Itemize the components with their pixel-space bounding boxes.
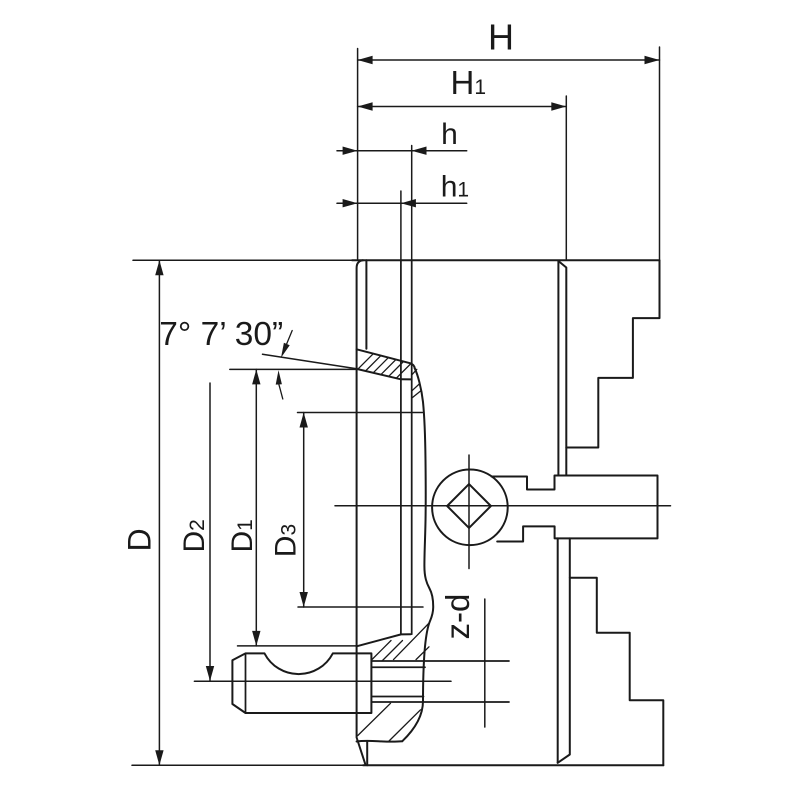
svg-text:h: h bbox=[441, 118, 458, 151]
svg-text:z-d: z-d bbox=[439, 594, 476, 640]
svg-text:D: D bbox=[122, 528, 158, 551]
svg-text:D1: D1 bbox=[226, 519, 259, 552]
svg-text:7° 7’ 30”: 7° 7’ 30” bbox=[159, 316, 283, 353]
svg-text:H: H bbox=[488, 17, 514, 58]
